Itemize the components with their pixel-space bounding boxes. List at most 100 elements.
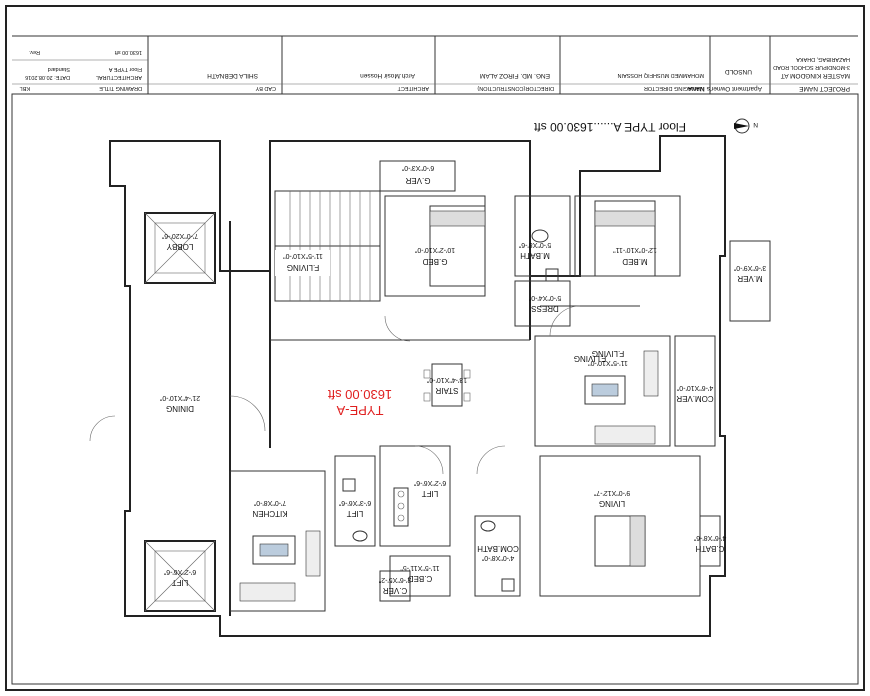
com-bath-toilet-icon [342, 478, 368, 542]
kitchen-stove-icon [393, 487, 409, 527]
m-bed-dim: 12'-0"X10'-11" [613, 246, 657, 253]
com-ver-area [674, 335, 716, 447]
m-bath-name: M.BATH [520, 251, 550, 260]
title-project-name-label: PROJECT NAME [799, 85, 850, 92]
f-living-dim: 11'-5"X10'-0" [588, 359, 628, 366]
living-dim: 7'-0"X8'-0" [253, 499, 286, 506]
m-bath-dim: 5'-0"X8'-6" [518, 241, 551, 248]
m-bed-bed-icon [594, 200, 656, 277]
lift-1 [144, 212, 216, 284]
title-drawing-title-1: ARCHITECTURAL [96, 74, 142, 80]
f-living-sofa-icon [594, 350, 659, 445]
living-tv-icon [252, 535, 296, 565]
g-ver-area [379, 160, 456, 192]
s-area [379, 570, 411, 602]
living-area [229, 470, 326, 612]
lift-2-name: LIFT [172, 578, 189, 587]
title-drawing-title-3: 1630.00 sft [114, 49, 142, 55]
kitchen-area [379, 445, 451, 547]
g-bed-bed-icon [429, 205, 486, 287]
com-bath-name: LIFT [347, 509, 364, 518]
title-architect-label: ARCHITECT [397, 85, 429, 91]
g-ver-dim: 6'-0"X3'-0" [401, 164, 434, 171]
lift-1-dim: 7'-0"X20'-6" [161, 232, 198, 239]
dress-area [514, 280, 571, 327]
living-sofa-icon [239, 530, 321, 602]
north-label: N [753, 121, 758, 128]
m-ver-name: M.VER [737, 274, 763, 283]
c-bed-bed-icon [594, 515, 646, 567]
sheet-border [5, 5, 865, 691]
lift-1-name: LOBBY [166, 242, 193, 251]
title-project-address-1: 3-MONDIPUR SCHOOL ROAD [773, 64, 850, 70]
m-ver-area [729, 240, 771, 322]
s-dim: 2'-6"X5'-2" [378, 576, 411, 583]
m-bed-name: M.BED [622, 257, 648, 266]
stair [274, 190, 381, 302]
title-owner-value: UNSOLD [725, 68, 752, 75]
living-name: KITCHEN [252, 509, 287, 518]
c-bath-dim: 4'-0"X8'-0" [481, 554, 514, 561]
f-living-tv-icon [584, 375, 626, 405]
f-living-area [534, 335, 671, 447]
lift-2 [144, 540, 216, 612]
title-date: DATE: 20.08.2016 [25, 74, 70, 80]
k-ver-dim: 11'-5"X11'-5" [400, 564, 440, 571]
com-ver-name: COM.VER [676, 394, 714, 403]
k-ver-name: C.BED [408, 574, 433, 583]
kitchen-name: LIFT [422, 489, 439, 498]
k-ver-area [389, 555, 451, 597]
dress-name: DRESS [531, 304, 559, 313]
com-ver-dim: 4'-6"X10'-0" [676, 384, 713, 391]
title-block: PROJECT NAME MASTER KINGDOM AT 3-MONDIPU… [12, 35, 858, 95]
title-owner-label: Apartment Owner's Name [687, 85, 762, 92]
title-company: KBL [20, 85, 30, 91]
title-drawing-label: DRAWING TITLE [99, 85, 142, 91]
c-bed-dim: 9'-0"X12'-7" [593, 489, 630, 496]
c-bath-name: COM.BATH [477, 544, 519, 553]
dining-name: STAIR [435, 386, 458, 395]
stair-name: F.LIVING [287, 263, 319, 272]
outer-walls [109, 135, 726, 637]
title-md-name: MOHAMMED MUSHFIQ HOSSAIN [617, 72, 704, 78]
c-bath-toilet-icon [480, 520, 515, 592]
north-arrow-icon: N [734, 118, 758, 134]
floor-title: Floor TYPE A......1630.00 sft [533, 120, 686, 134]
g-ver-name: G.VER [405, 176, 430, 185]
c-bed-area [539, 455, 701, 597]
lift-2-dim: 6'-2"X6'-6" [163, 568, 196, 575]
com-bath-dim: 6'-3"X6'-6" [338, 499, 371, 506]
title-cad-label: CAD BY [255, 85, 276, 91]
m-ver-dim: 3'-6"X9'-0" [733, 264, 766, 271]
title-md-label: MANAGING DIRECTOR [644, 85, 704, 91]
c-bath-area [474, 515, 521, 597]
kitchen-dim: 6'-2"X6'-6" [413, 479, 446, 486]
dining-dim: 13'-4"X10'-0" [426, 376, 467, 383]
dining-table-icon [423, 363, 471, 407]
door-swings [89, 305, 581, 475]
title-cad-name: SHILA DEBNATH [207, 72, 258, 79]
title-architect-name: Arch.Mosir Hossen [360, 72, 415, 79]
title-director-label: DIRECTOR(CONSTRUCTION) [477, 85, 554, 91]
g-bed-name: G.BED [422, 257, 447, 266]
f-living-visible-name: F.LIVING [592, 349, 624, 358]
title-director-name: ENG. MD. FIROZ ALAM [480, 72, 550, 79]
type-label: TYPE-A [336, 403, 383, 418]
type-area: 1630.00 sft [327, 387, 392, 402]
s-name: C.VER [383, 586, 408, 595]
c-bed-name: LIVING [599, 499, 625, 508]
c-ver-area [699, 515, 721, 567]
f-living-name: F.LIVING [574, 354, 606, 363]
dress-dim: 5'-0"X4'-0" [528, 294, 561, 301]
g-bed-dim: 10'-2"X10'-0" [414, 246, 455, 253]
c-ver-dim: 4'-6"X8'-6" [693, 534, 726, 541]
lobby-name: DINING [166, 404, 194, 413]
title-rev: Rev. [29, 49, 40, 55]
com-bath-area [334, 455, 376, 547]
lobby-dim: 21'-4"X10'-0" [159, 394, 200, 401]
title-project-address-2: HAZARIBAG, DHAKA [796, 56, 850, 62]
title-project-name: MASTER KINGDOM AT [781, 72, 850, 79]
